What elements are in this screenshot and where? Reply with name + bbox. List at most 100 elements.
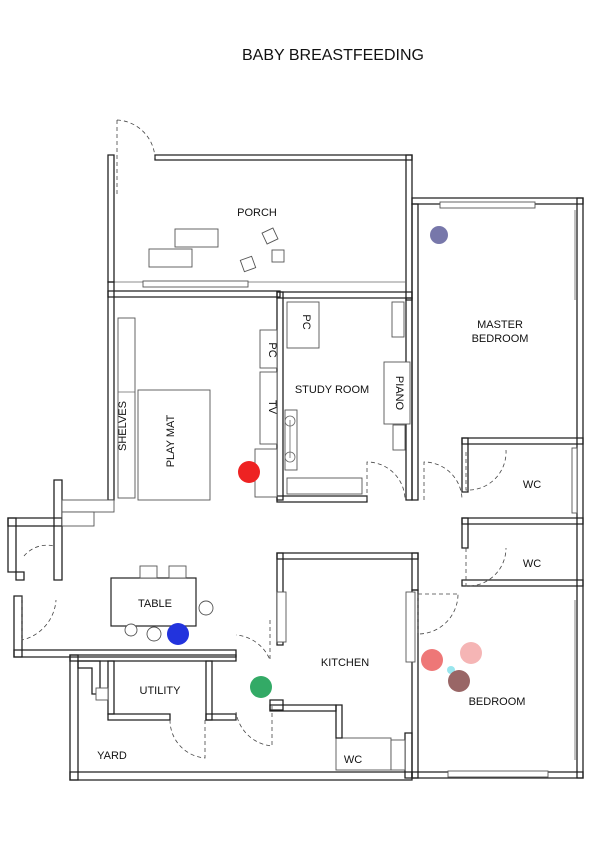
doors [21,119,507,759]
room-labels: PORCH MASTER BEDROOM STUDY ROOM PC PC TV… [97,207,541,766]
study-desk-top [286,301,320,349]
dining-stool-2 [146,626,162,642]
label-wc-upper: WC [523,479,541,491]
door-kitchen[interactable] [235,620,271,661]
marker-red [238,461,260,483]
living-wall-top [107,290,281,298]
utility-right [205,660,213,721]
label-utility: UTILITY [140,685,182,697]
porch-bench-1 [174,228,219,248]
study-wall-top [276,291,413,299]
furniture [110,227,285,642]
label-play-mat: PLAY MAT [165,414,177,467]
kitchen-wc-left [335,704,343,739]
door-study[interactable] [366,461,406,501]
label-pc-side: PC [266,342,278,357]
porch-chair-3 [239,255,257,273]
pc-unit [259,329,278,369]
label-pc-top: PC [300,314,312,329]
label-kitchen: KITCHEN [321,657,369,669]
wc-upper-fixture [571,447,578,514]
label-study-room: STUDY ROOM [295,384,369,396]
kitchen-counter-left [276,591,287,643]
wc-mid-left [461,517,469,549]
kitchen-wc-box [335,737,392,771]
tv-unit [259,371,278,445]
wc-mid-bottom [461,579,584,587]
piano [383,361,411,425]
shelf-unit [117,317,136,499]
position-markers [167,226,482,698]
marker-pink [460,642,482,664]
label-master-bedroom-line2: BEDROOM [472,333,529,345]
label-tv: TV [266,400,278,415]
dining-table [110,577,197,627]
entry-step [61,499,115,513]
study-wall-left [276,291,284,501]
porch-chair-2 [271,249,285,263]
label-wc-kitchen: WC [344,754,362,766]
door-wc-upper[interactable] [465,449,507,491]
dining-left-lower [13,595,23,658]
bedroom-window [447,770,549,778]
play-mat [137,389,211,501]
master-wall-right [576,197,584,779]
door-porch[interactable] [116,119,156,197]
study-shelf [391,301,405,338]
porch-wall-top [154,154,413,161]
label-shelves: SHELVES [117,401,129,451]
door-wc-mid[interactable] [465,547,507,587]
door-kitchen-lower[interactable] [235,706,273,747]
study-cabinet [392,424,406,451]
yard-bottom [69,771,413,781]
utility-right-ext [205,713,237,721]
label-table: TABLE [138,598,172,610]
label-porch: PORCH [237,207,277,219]
kitchen-right [411,552,419,591]
living-wall-left [107,281,115,501]
kitchen-side-fixture [390,739,406,771]
door-bedroom[interactable] [417,593,459,635]
study-desk-side [284,409,298,471]
entry-wall-small [15,571,25,581]
walls [7,154,584,781]
study-bench [286,477,363,495]
door-entry-upper[interactable] [23,544,55,557]
utility-box [77,660,101,695]
dining-stool-1 [124,623,138,637]
marker-salmon [421,649,443,671]
label-piano: PIANO [393,376,405,411]
study-wall-bottom [276,495,368,503]
porch-bench-2 [148,248,193,268]
wc-upper-left [461,437,469,493]
utility-inner-bottom [107,713,171,721]
master-wall-left [411,203,419,501]
label-yard: YARD [97,750,127,762]
utility-inner-left [107,660,115,715]
dining-stool-3 [198,600,214,616]
wc-upper-bottom [461,517,584,525]
master-window [439,201,536,209]
chair-1 [284,415,296,427]
kitchen-top [276,552,419,560]
chair-2 [284,451,296,463]
utility-fixture [95,687,109,701]
entry-step-2 [61,511,95,527]
marker-blue [167,623,189,645]
plan-title: BABY BREASTFEEDING [242,47,424,64]
marker-purple [430,226,448,244]
dining-chair-2 [168,565,187,579]
porch-chair-1 [261,227,279,245]
wc-upper-top [461,437,584,445]
door-master[interactable] [423,461,463,501]
door-entry[interactable] [21,596,57,641]
dining-chair-1 [139,565,158,579]
label-wc-middle: WC [523,558,541,570]
label-master-bedroom-line1: MASTER [477,319,523,331]
utility-top [69,654,237,662]
door-utility[interactable] [169,719,206,759]
utility-left [69,654,79,781]
living-wall-lower-left [53,479,63,581]
